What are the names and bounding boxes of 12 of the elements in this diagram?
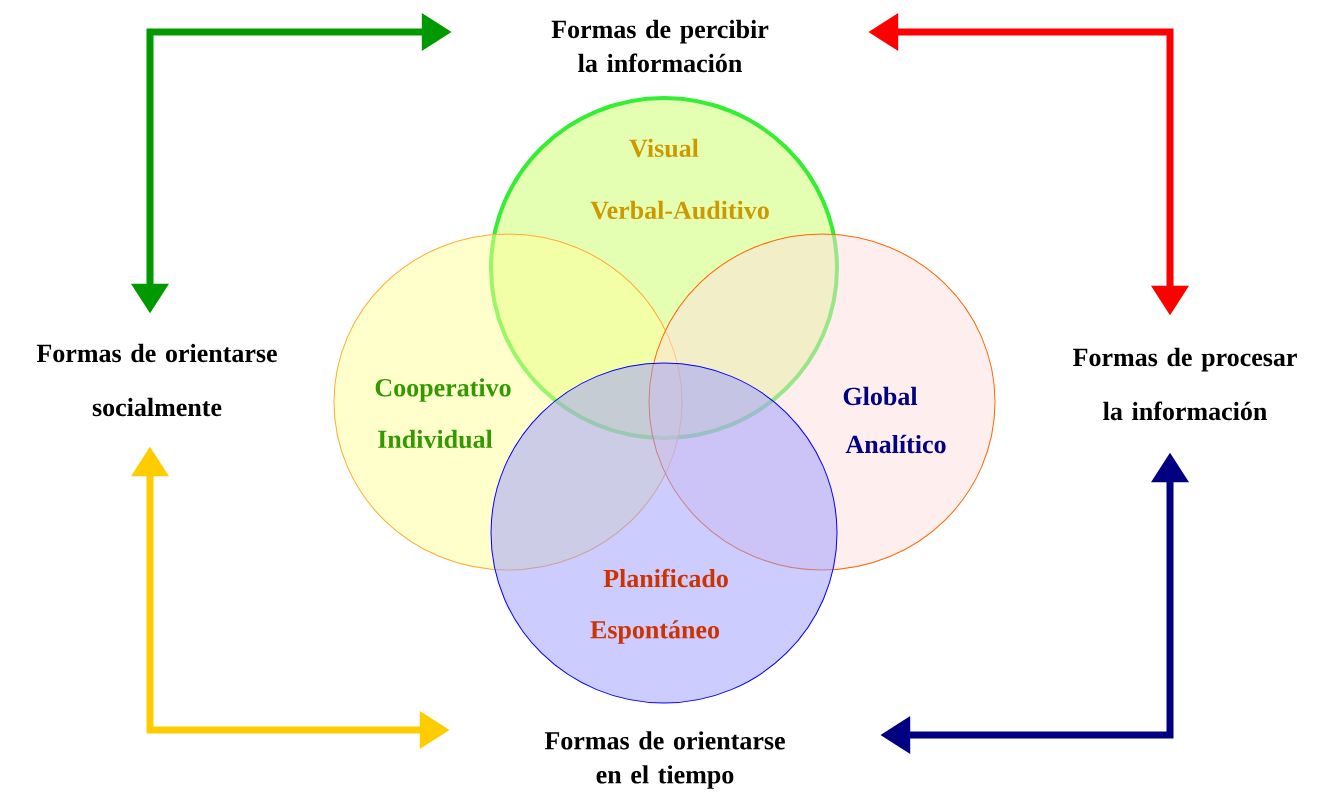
category-label: Formas de procesar la información [1073,347,1297,421]
circle-label: Global [843,386,918,406]
circle-label: Visual [629,138,699,158]
circle-label: Espontáneo [590,620,720,644]
circle-label: Cooperativo [375,378,511,402]
circle-label: Verbal-Auditivo [590,200,769,220]
category-label: Formas de percibir la información [551,19,769,73]
circle-label: Individual [378,429,493,449]
category-label: Formas de orientarse en el tiempo [544,731,785,789]
circle-label: Analítico [845,434,946,454]
circle-label: Planificado [603,568,728,588]
category-label: Formas de orientarse socialmente [36,343,277,417]
